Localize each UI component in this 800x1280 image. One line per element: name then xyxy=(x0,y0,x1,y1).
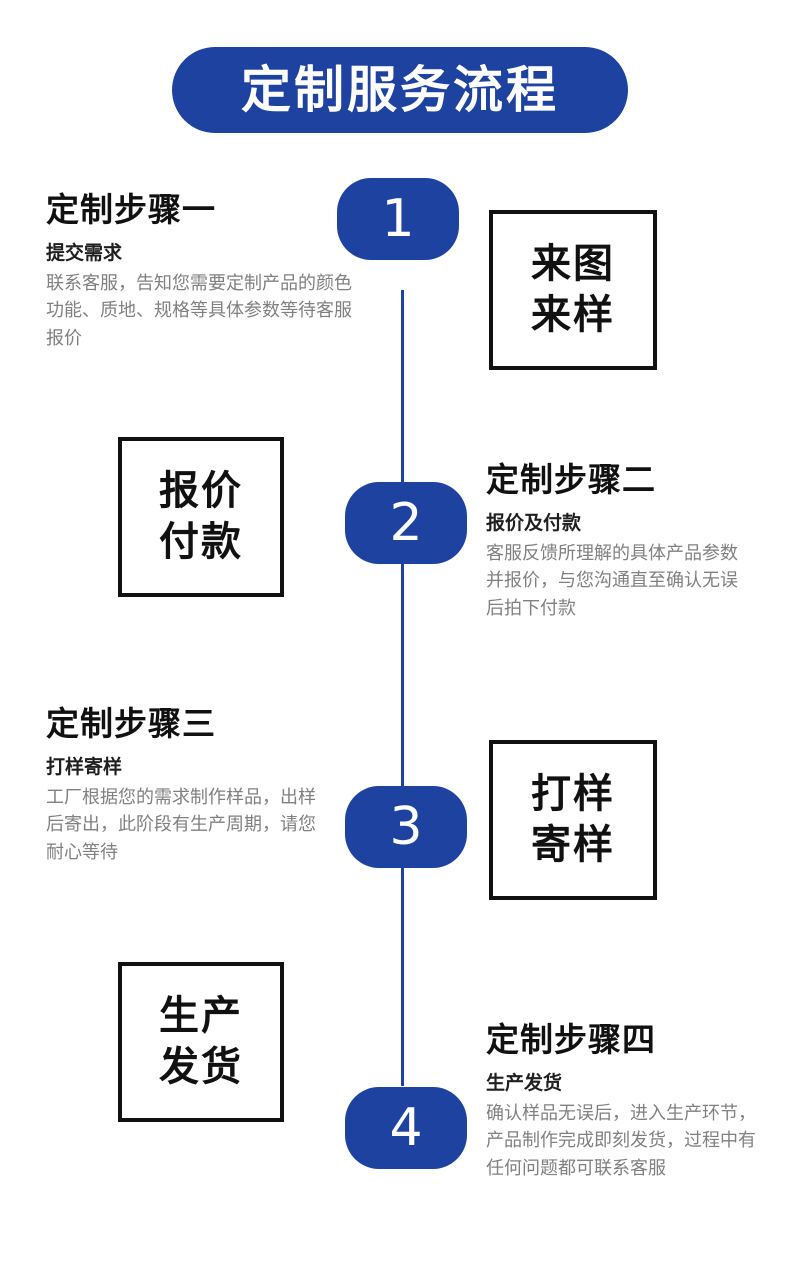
connector-line-segment-3-4 xyxy=(401,868,404,1086)
step-keyword-box-1: 来图 来样 xyxy=(489,210,657,370)
step-number-4: 4 xyxy=(389,1098,423,1158)
connector-line-segment-2-3 xyxy=(401,562,404,787)
step-heading-2: 定制步骤二 xyxy=(486,461,656,498)
step-keyword-box-3-line-1: 打样 xyxy=(531,771,615,816)
step-number-badge-1: 1 xyxy=(337,178,459,260)
step-keyword-box-4: 生产 发货 xyxy=(118,962,284,1122)
step-text-block-3: 定制步骤三 打样寄样 工厂根据您的需求制作样品，出样 后寄出，此阶段有生产周期，… xyxy=(46,705,391,866)
step-keyword-box-2-line-2: 付款 xyxy=(159,520,243,564)
step-number-1: 1 xyxy=(381,189,415,249)
step-body-2: 客服反馈所理解的具体产品参数 并报价，与您沟通直至确认无误 后拍下付款 xyxy=(486,543,738,618)
step-subtitle-4: 生产发货 xyxy=(486,1073,563,1095)
step-subtitle-1: 提交需求 xyxy=(46,243,123,265)
connector-line-segment-1-2 xyxy=(401,290,404,485)
step-subtitle-2: 报价及付款 xyxy=(486,513,582,535)
step-number-badge-2: 2 xyxy=(345,482,467,564)
step-keyword-box-4-line-1: 生产 xyxy=(159,993,243,1038)
page-title-banner: 定制服务流程 xyxy=(172,47,628,133)
step-number-badge-3: 3 xyxy=(345,786,467,868)
step-number-2: 2 xyxy=(389,493,423,553)
step-keyword-box-3: 打样 寄样 xyxy=(489,740,657,900)
step-text-block-4: 定制步骤四 生产发货 确认样品无误后，进入生产环节， 产品制作完成即刻发货，过程… xyxy=(486,1021,796,1182)
step-body-3: 工厂根据您的需求制作样品，出样 后寄出，此阶段有生产周期，请您 耐心等待 xyxy=(46,787,316,862)
step-body-4: 确认样品无误后，进入生产环节， 产品制作完成即刻发货，过程中有 任何问题都可联系… xyxy=(486,1103,756,1178)
step-heading-1: 定制步骤一 xyxy=(46,191,216,228)
step-keyword-box-1-line-2: 来样 xyxy=(531,293,615,337)
step-keyword-box-2-line-1: 报价 xyxy=(159,468,243,513)
step-body-1: 联系客服，告知您需要定制产品的颜色 功能、质地、规格等具体参数等待客服 报价 xyxy=(46,273,352,348)
step-text-block-1: 定制步骤一 提交需求 联系客服，告知您需要定制产品的颜色 功能、质地、规格等具体… xyxy=(46,191,391,352)
step-subtitle-3: 打样寄样 xyxy=(46,757,123,779)
step-number-badge-4: 4 xyxy=(345,1087,467,1169)
step-text-block-2: 定制步骤二 报价及付款 客服反馈所理解的具体产品参数 并报价，与您沟通直至确认无… xyxy=(486,461,796,622)
step-keyword-box-4-line-2: 发货 xyxy=(159,1045,243,1089)
step-keyword-box-3-line-2: 寄样 xyxy=(531,823,615,867)
step-keyword-box-2: 报价 付款 xyxy=(118,437,284,597)
step-heading-4: 定制步骤四 xyxy=(486,1021,656,1058)
page-title: 定制服务流程 xyxy=(241,62,559,118)
step-keyword-box-1-line-1: 来图 xyxy=(531,241,615,286)
step-number-3: 3 xyxy=(389,797,423,857)
step-heading-3: 定制步骤三 xyxy=(46,705,216,742)
